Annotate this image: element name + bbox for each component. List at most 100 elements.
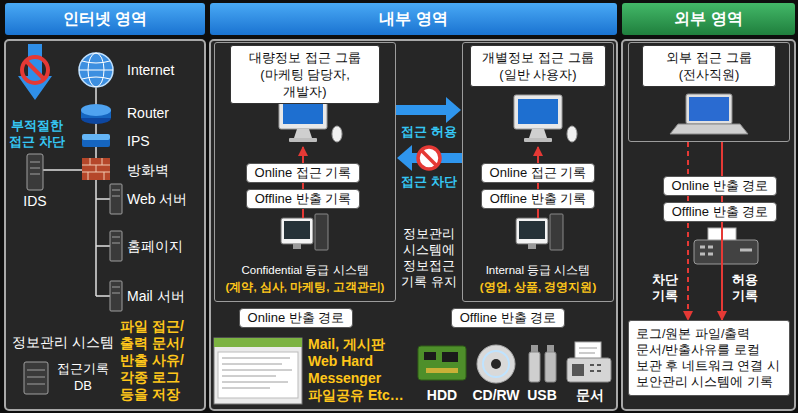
access-group-box: Online 접근 기록Offline 반출 기록대량정보 접근 그룹 (마케팅… <box>214 42 396 302</box>
hdd-icon <box>424 352 436 360</box>
annotation-label: Internet <box>127 62 174 79</box>
zone-panel <box>5 40 795 410</box>
zone-heading: 내부 영역 <box>210 3 617 35</box>
router-icon <box>81 104 111 124</box>
prohibit-sign <box>22 57 48 83</box>
pill-text: Offline 반출 기록 <box>490 190 587 208</box>
block-arrow-down <box>18 44 52 100</box>
window-screenshot <box>222 358 292 388</box>
globe-icon <box>79 70 113 71</box>
ips-icon <box>82 134 110 147</box>
edge-label: 접근 허용 <box>398 124 460 140</box>
edge-label: 접근 차단 <box>398 174 460 190</box>
group-text: (영업, 상품, 경영지원) <box>463 279 613 296</box>
globe-icon <box>82 61 110 79</box>
zone-panel <box>622 40 795 410</box>
annotation-label: USB <box>512 387 572 404</box>
card-printer-icon <box>694 228 758 264</box>
server-icon <box>110 231 122 261</box>
system-server-icon <box>550 214 563 250</box>
card-printer-icon <box>694 240 758 264</box>
note-box: 로그/원본 파일/출력 문서/반출사유를 로컬 보관 후 네트워크 연결 시 보… <box>628 320 790 396</box>
system-server-icon <box>528 244 536 249</box>
window-screenshot <box>218 352 298 398</box>
window-screenshot <box>214 338 302 347</box>
window-screenshot <box>214 338 302 404</box>
zone-heading: 인터넷 영역 <box>5 3 205 35</box>
document-fax-icon <box>567 358 611 382</box>
group-text: 외부 접근 그룹 (전사직원) <box>642 45 776 87</box>
system-server-icon <box>293 244 301 249</box>
computer-icon <box>518 99 558 124</box>
document-fax-icon <box>572 364 584 376</box>
annotation-label: 접근기록 DB <box>52 360 114 394</box>
document-fax-icon <box>590 365 601 371</box>
annotation-label: Router <box>127 105 169 122</box>
prohibit-sign <box>26 61 44 79</box>
usb-icon <box>529 352 540 382</box>
record-pill: Offline 반출 경로 <box>451 308 566 328</box>
computer-icon <box>332 126 342 142</box>
db-icon <box>24 362 48 394</box>
record-pill: Online 접근 기록 <box>481 163 596 183</box>
server-icon <box>112 190 120 293</box>
hdd-icon <box>418 346 466 380</box>
record-pill: Online 반출 경로 <box>239 308 354 328</box>
edge-label: 차단 기록 <box>648 272 682 304</box>
annotation-label: Mail, 게시판 Web Hard Messenger 파일공유 Etc… <box>308 336 408 404</box>
system-server-icon <box>519 221 545 239</box>
card-printer-icon <box>700 247 752 254</box>
annotation-label: 정보관리 시스템에 정보접근 기록 유지 <box>398 226 460 290</box>
computer-icon <box>524 138 552 142</box>
usb-icon <box>529 345 556 382</box>
pill-text: Offline 반출 경로 <box>460 309 557 327</box>
note-text: 로그/원본 파일/출력 문서/반출사유를 로컬 보관 후 네트워크 연결 시 보… <box>636 326 782 390</box>
zone-panel: Online 접근 기록Offline 반출 기록대량정보 접근 그룹 (마케팅… <box>210 3 617 410</box>
record-flow-arrow <box>302 209 304 218</box>
server-icon <box>110 281 122 311</box>
group-text: (계약, 심사, 마케팅, 고객관리) <box>215 279 395 296</box>
zone-panel: 외부 접근 그룹 (전사직원)Online 반출 경로Offline 반출 경로… <box>622 3 795 410</box>
server-icon <box>27 154 122 311</box>
firewall-icon <box>82 158 110 180</box>
prohibit-sign <box>22 57 48 83</box>
computer-icon <box>289 138 317 142</box>
prohibit-sign <box>418 147 440 169</box>
computer-icon <box>294 129 312 138</box>
laptop-icon <box>670 124 748 134</box>
edge-label: 허용 기록 <box>728 272 762 304</box>
server-icon <box>110 184 122 214</box>
group-text: 개별정보 접근 그룹 (일반 사용자) <box>470 45 606 87</box>
pill-text: Online 접근 기록 <box>490 164 587 182</box>
system-server-icon <box>516 218 548 244</box>
record-pill: Online 접근 기록 <box>246 163 361 183</box>
pill-text: Offline 반출 기록 <box>255 190 352 208</box>
group-text: Internal 등급 시스템 <box>463 262 613 279</box>
annotation-label: 파일 접근/ 출력 문서/ 반출 사유/ 각종 로그 등을 저장 <box>120 318 202 403</box>
db-icon <box>27 370 45 384</box>
computer-icon <box>514 95 562 129</box>
hdd-icon <box>442 352 458 362</box>
annotation-label: 문서 <box>560 387 620 404</box>
group-text: Confidential 등급 시스템 <box>215 262 395 279</box>
usb-icon <box>545 352 556 382</box>
firewall-icon <box>82 158 110 180</box>
pill-text: Offline 반출 경로 <box>672 203 769 221</box>
cd-icon <box>483 351 509 377</box>
record-flow-arrow <box>537 147 539 163</box>
document-fax-icon <box>579 348 597 353</box>
network-wire <box>96 245 110 247</box>
computer-icon <box>529 129 547 138</box>
annotation-label: CD/RW <box>466 387 526 404</box>
cd-icon <box>491 359 501 369</box>
hdd-icon <box>426 368 458 373</box>
access-group-box: Online 접근 기록 Offline 반출 기록 개별정보 접근 그룹 (일반 … <box>462 42 614 302</box>
zone-panel <box>5 40 205 410</box>
network-wire <box>96 295 110 297</box>
zone-panel <box>210 40 617 410</box>
record-line <box>687 142 689 320</box>
system-server-icon <box>284 221 310 239</box>
annotation-label: 부적절한 접근 차단 <box>7 118 67 150</box>
annotation-label: 방화벽 <box>127 162 169 179</box>
system-server-icon <box>281 218 313 244</box>
